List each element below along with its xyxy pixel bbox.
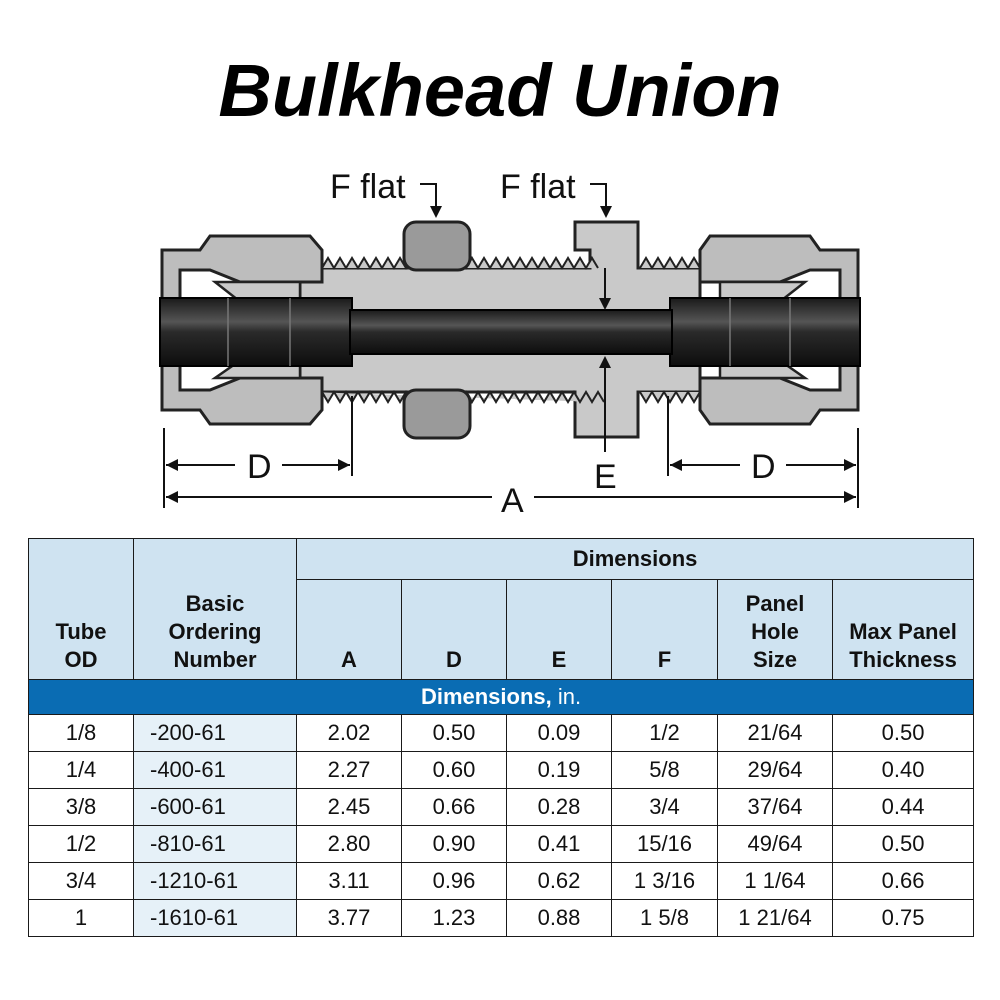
cell-panel-hole-size: 29/64	[717, 751, 833, 789]
cell-ordering-number: -400-61	[133, 751, 297, 789]
cell-d: 0.60	[401, 751, 507, 789]
cell-tube-od: 1/8	[28, 714, 134, 752]
cell-panel-hole-size: 1 21/64	[717, 899, 833, 937]
dim-a-label: A	[501, 482, 524, 520]
cell-ordering-number: -200-61	[133, 714, 297, 752]
cell-d: 1.23	[401, 899, 507, 937]
cell-panel-hole-size: 37/64	[717, 788, 833, 826]
cell-panel-hole-size: 49/64	[717, 825, 833, 863]
right-nut	[698, 234, 860, 426]
cell-a: 3.11	[296, 862, 402, 900]
cell-ordering-number: -1210-61	[133, 862, 297, 900]
cell-a: 2.02	[296, 714, 402, 752]
dimension-d-right: D	[667, 396, 859, 508]
cell-d: 0.96	[401, 862, 507, 900]
cell-max-panel-thickness: 0.50	[831, 714, 975, 752]
cell-tube-od: 3/8	[28, 788, 134, 826]
cell-f: 5/8	[611, 751, 718, 789]
cell-e: 0.62	[506, 862, 612, 900]
dim-e-label: E	[594, 458, 617, 496]
header-e: E	[506, 579, 612, 680]
dimension-e: E	[594, 268, 617, 496]
cell-f: 3/4	[611, 788, 718, 826]
dim-d-left-label: D	[247, 448, 272, 486]
cell-tube-od: 1	[28, 899, 134, 937]
cell-e: 0.09	[506, 714, 612, 752]
cell-max-panel-thickness: 0.50	[831, 825, 975, 863]
cell-panel-hole-size: 21/64	[717, 714, 833, 752]
units-band-label: Dimensions,	[420, 684, 552, 709]
header-a: A	[296, 579, 402, 680]
left-nut	[160, 234, 324, 426]
page-title: Bulkhead Union	[218, 49, 782, 132]
cell-a: 2.27	[296, 751, 402, 789]
cell-f: 15/16	[611, 825, 718, 863]
header-tube-od: Tube OD	[28, 538, 134, 680]
cell-ordering-number: -600-61	[133, 788, 297, 826]
cell-d: 0.66	[401, 788, 507, 826]
cell-max-panel-thickness: 0.40	[831, 751, 975, 789]
tubing	[159, 297, 861, 367]
cell-e: 0.88	[506, 899, 612, 937]
f-flat-arrow-right	[590, 183, 607, 212]
dim-d-right-label: D	[751, 448, 776, 486]
cell-d: 0.90	[401, 825, 507, 863]
cell-a: 2.45	[296, 788, 402, 826]
cell-d: 0.50	[401, 714, 507, 752]
cell-ordering-number: -1610-61	[133, 899, 297, 937]
cell-e: 0.19	[506, 751, 612, 789]
cell-e: 0.28	[506, 788, 612, 826]
cell-tube-od: 3/4	[28, 862, 134, 900]
cell-tube-od: 1/2	[28, 825, 134, 863]
units-band: Dimensions, in.	[27, 679, 975, 715]
header-d: D	[401, 579, 507, 680]
f-flat-label-left: F flat	[330, 168, 406, 206]
fitting-cross-section-diagram: F flat F flat E D D A	[159, 168, 861, 520]
dimension-d-left: D	[163, 396, 353, 508]
header-max-panel-thickness: Max Panel Thickness	[831, 579, 975, 680]
cell-max-panel-thickness: 0.75	[831, 899, 975, 937]
cell-tube-od: 1/4	[28, 751, 134, 789]
cell-f: 1/2	[611, 714, 718, 752]
f-flat-label-right: F flat	[500, 168, 576, 206]
header-f: F	[611, 579, 718, 680]
cell-f: 1 5/8	[611, 899, 718, 937]
cell-max-panel-thickness: 0.44	[831, 788, 975, 826]
f-flat-arrow-left	[420, 183, 437, 212]
dimensions-table: Tube OD Basic Ordering Number Dimensions…	[27, 538, 975, 937]
dimension-a: A	[166, 482, 856, 520]
cell-max-panel-thickness: 0.66	[831, 862, 975, 900]
header-ordering-number: Basic Ordering Number	[133, 538, 297, 680]
header-panel-hole-size: Panel Hole Size	[717, 579, 833, 680]
units-band-unit: in.	[557, 684, 582, 709]
cell-panel-hole-size: 1 1/64	[717, 862, 833, 900]
cell-a: 3.77	[296, 899, 402, 937]
cell-f: 1 3/16	[611, 862, 718, 900]
cell-ordering-number: -810-61	[133, 825, 297, 863]
cell-e: 0.41	[506, 825, 612, 863]
header-dimensions-group: Dimensions	[295, 538, 975, 580]
cell-a: 2.80	[296, 825, 402, 863]
panel-nut	[402, 220, 472, 440]
